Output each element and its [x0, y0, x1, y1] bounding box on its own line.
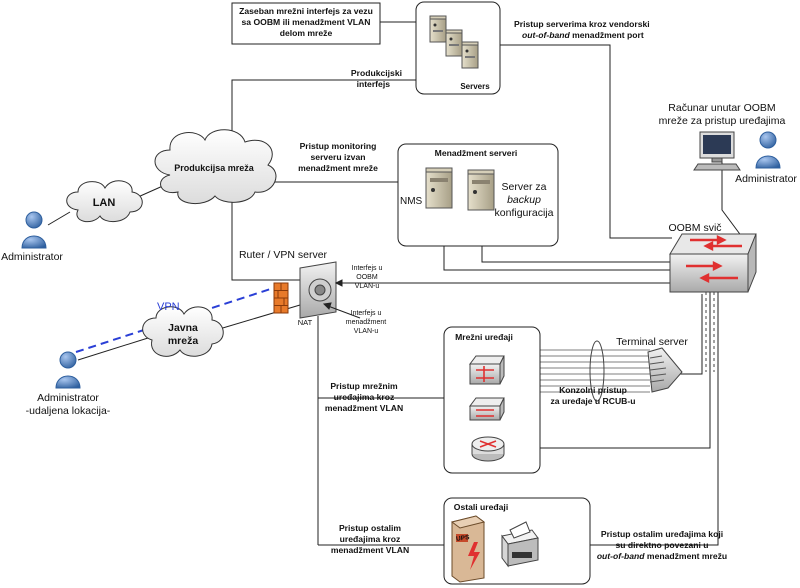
interface-arrows — [322, 279, 361, 319]
oobm-switch-label: OOBM svič — [668, 222, 721, 234]
annotation-box-dedicated-if — [231, 2, 381, 45]
dedicated-if-line1: Zaseban mrežni interfejs za vezu — [239, 6, 373, 16]
oobm-switch-icon — [669, 233, 757, 293]
net-device-switch-1-icon — [469, 355, 505, 385]
backup-line3: konfiguracija — [495, 207, 554, 219]
lan-cloud — [66, 180, 143, 223]
other-devices-label: Ostali uređaji — [454, 502, 508, 512]
router-label: Ruter / VPN server — [239, 249, 328, 261]
mgmt-servers-label: Menadžment serveri — [435, 148, 518, 158]
prod-network-label: Produkcijsa mreža — [174, 163, 255, 173]
monitoring-line1: Pristup monitoring — [300, 141, 377, 151]
line-switch-to-terminal — [680, 294, 703, 375]
line-lan-to-prod — [137, 184, 166, 198]
printer-icon — [501, 521, 539, 568]
administrator-remote-icon — [55, 351, 81, 389]
vendor-oob-line2: out-of-band menadžment port — [522, 30, 644, 40]
iface-oobm-line3: VLAN-u — [355, 283, 380, 290]
ups-label: UPS — [456, 534, 471, 543]
public-net-line1: Javna — [168, 322, 198, 334]
line-prod-to-router — [231, 197, 300, 281]
administrator-left-icon — [21, 211, 47, 249]
lan-label: LAN — [93, 197, 116, 209]
monitoring-line3: menadžment mreže — [298, 163, 378, 173]
terminal-server-icon — [647, 347, 683, 393]
admin-remote-line1: Administrator — [37, 392, 99, 404]
other-access-line3: menadžment VLAN — [331, 545, 409, 555]
other-direct-line1: Pristup ostalim uređajima koji — [601, 529, 723, 539]
net-access-line3: menadžment VLAN — [325, 403, 403, 413]
vendor-oob-line1: Pristup serverima kroz vendorski — [514, 19, 650, 29]
backup-line2: backup — [507, 194, 541, 206]
dashed-links — [705, 292, 715, 372]
router-vpn-icon — [299, 261, 337, 319]
public-network-cloud — [142, 306, 224, 357]
line-servers-to-switch — [500, 44, 672, 239]
line-remote-to-public — [77, 337, 149, 361]
vpn-label: VPN — [157, 301, 180, 313]
other-access-line1: Pristup ostalim — [339, 523, 401, 533]
dedicated-if-line2: sa OOBM ili menadžment VLAN — [242, 17, 371, 27]
line-admin-to-lan — [47, 211, 71, 226]
servers-icon — [429, 15, 479, 69]
administrator-right-icon — [755, 131, 781, 169]
other-direct-line3: out-of-band menadžment mrežu — [597, 551, 727, 561]
iface-mgmt-line3: VLAN-u — [354, 328, 379, 335]
oobm-computer-icon — [693, 131, 741, 171]
line-switch-to-netdev — [540, 292, 711, 449]
admin-left-label: Administrator — [1, 251, 63, 263]
iface-mgmt-line1: Interfejs u — [351, 310, 382, 317]
line-switch-to-other — [590, 290, 719, 546]
nat-label: NAT — [298, 318, 313, 327]
console-line2: za uređaje u RCUB-u — [551, 396, 636, 406]
oobm-pc-line2: mreže za pristup uređajima — [659, 115, 786, 127]
servers-label: Servers — [460, 82, 490, 91]
iface-oobm-line2: OOBM — [356, 274, 378, 281]
oobm-pc-line1: Računar unutar OOBM — [668, 102, 775, 114]
production-if-line1: Produkcijski — [351, 68, 402, 78]
terminal-server-label: Terminal server — [616, 336, 688, 348]
connection-lines — [47, 15, 749, 546]
dedicated-if-line3: delom mreže — [280, 28, 333, 38]
other-access-line2: uređajima kroz — [340, 534, 401, 544]
net-access-line2: uređajima kroz — [334, 392, 395, 402]
other-direct-line2: su direktno povezani u — [615, 540, 708, 550]
firewall-icon — [273, 282, 289, 314]
public-net-line2: mreža — [168, 335, 199, 347]
text-layer: Zaseban mrežni interfejs za vezu sa OOBM… — [1, 6, 797, 561]
iface-oobm-line1: Interfejs u — [352, 265, 383, 272]
production-if-line2: interfejs — [357, 79, 391, 89]
net-device-switch-2-icon — [469, 397, 505, 421]
net-access-line1: Pristup mrežnim — [330, 381, 398, 391]
monitoring-line2: serveru izvan — [311, 152, 366, 162]
line-pc-to-switch — [721, 158, 749, 246]
nms-server-icon — [425, 167, 453, 209]
net-device-router-icon — [471, 436, 505, 462]
console-line1: Konzolni pristup — [559, 385, 627, 395]
admin-right-label: Administrator — [735, 173, 797, 185]
console-bundle-ring — [589, 340, 605, 402]
backup-server-icon — [467, 169, 495, 211]
prod-network-cloud — [154, 129, 277, 204]
backup-line1: Server za — [502, 181, 547, 193]
nms-label: NMS — [400, 196, 423, 207]
ups-icon — [450, 515, 486, 583]
iface-mgmt-line2: menadžment — [346, 319, 387, 326]
net-devices-label: Mrežni uređaji — [455, 332, 513, 342]
line-prod-to-servers — [231, 79, 416, 150]
admin-remote-line2: -udaljena lokacija- — [26, 405, 111, 417]
